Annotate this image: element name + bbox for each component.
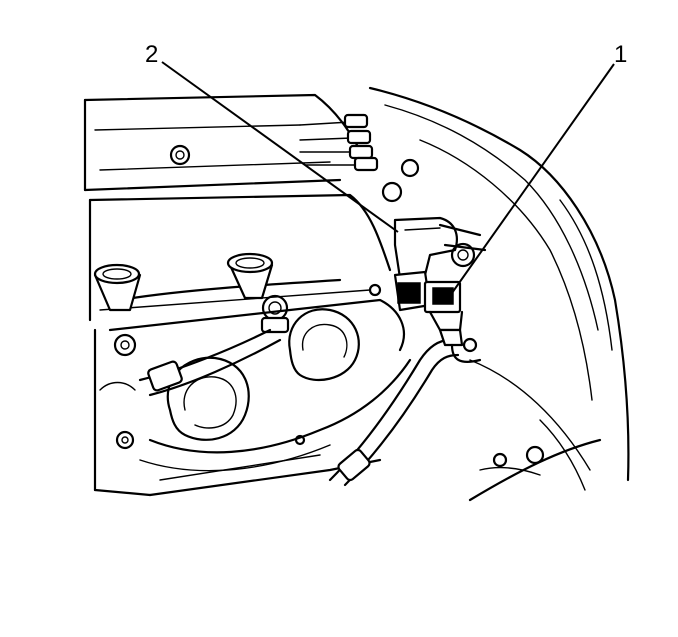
manifold-bosses xyxy=(93,252,290,334)
body-panel xyxy=(368,86,630,502)
callout-label-2: 2 xyxy=(145,41,158,68)
plug-wires xyxy=(299,113,379,172)
leader-line-2 xyxy=(161,61,399,233)
electrical-connector xyxy=(397,280,482,363)
engine-block xyxy=(93,328,382,497)
intake-manifold xyxy=(88,193,405,352)
hoses xyxy=(138,328,460,487)
leader-line-1 xyxy=(446,63,615,301)
intake-runners xyxy=(139,308,412,472)
lower-hardware xyxy=(294,283,545,476)
callout-label-1: 1 xyxy=(614,41,627,68)
